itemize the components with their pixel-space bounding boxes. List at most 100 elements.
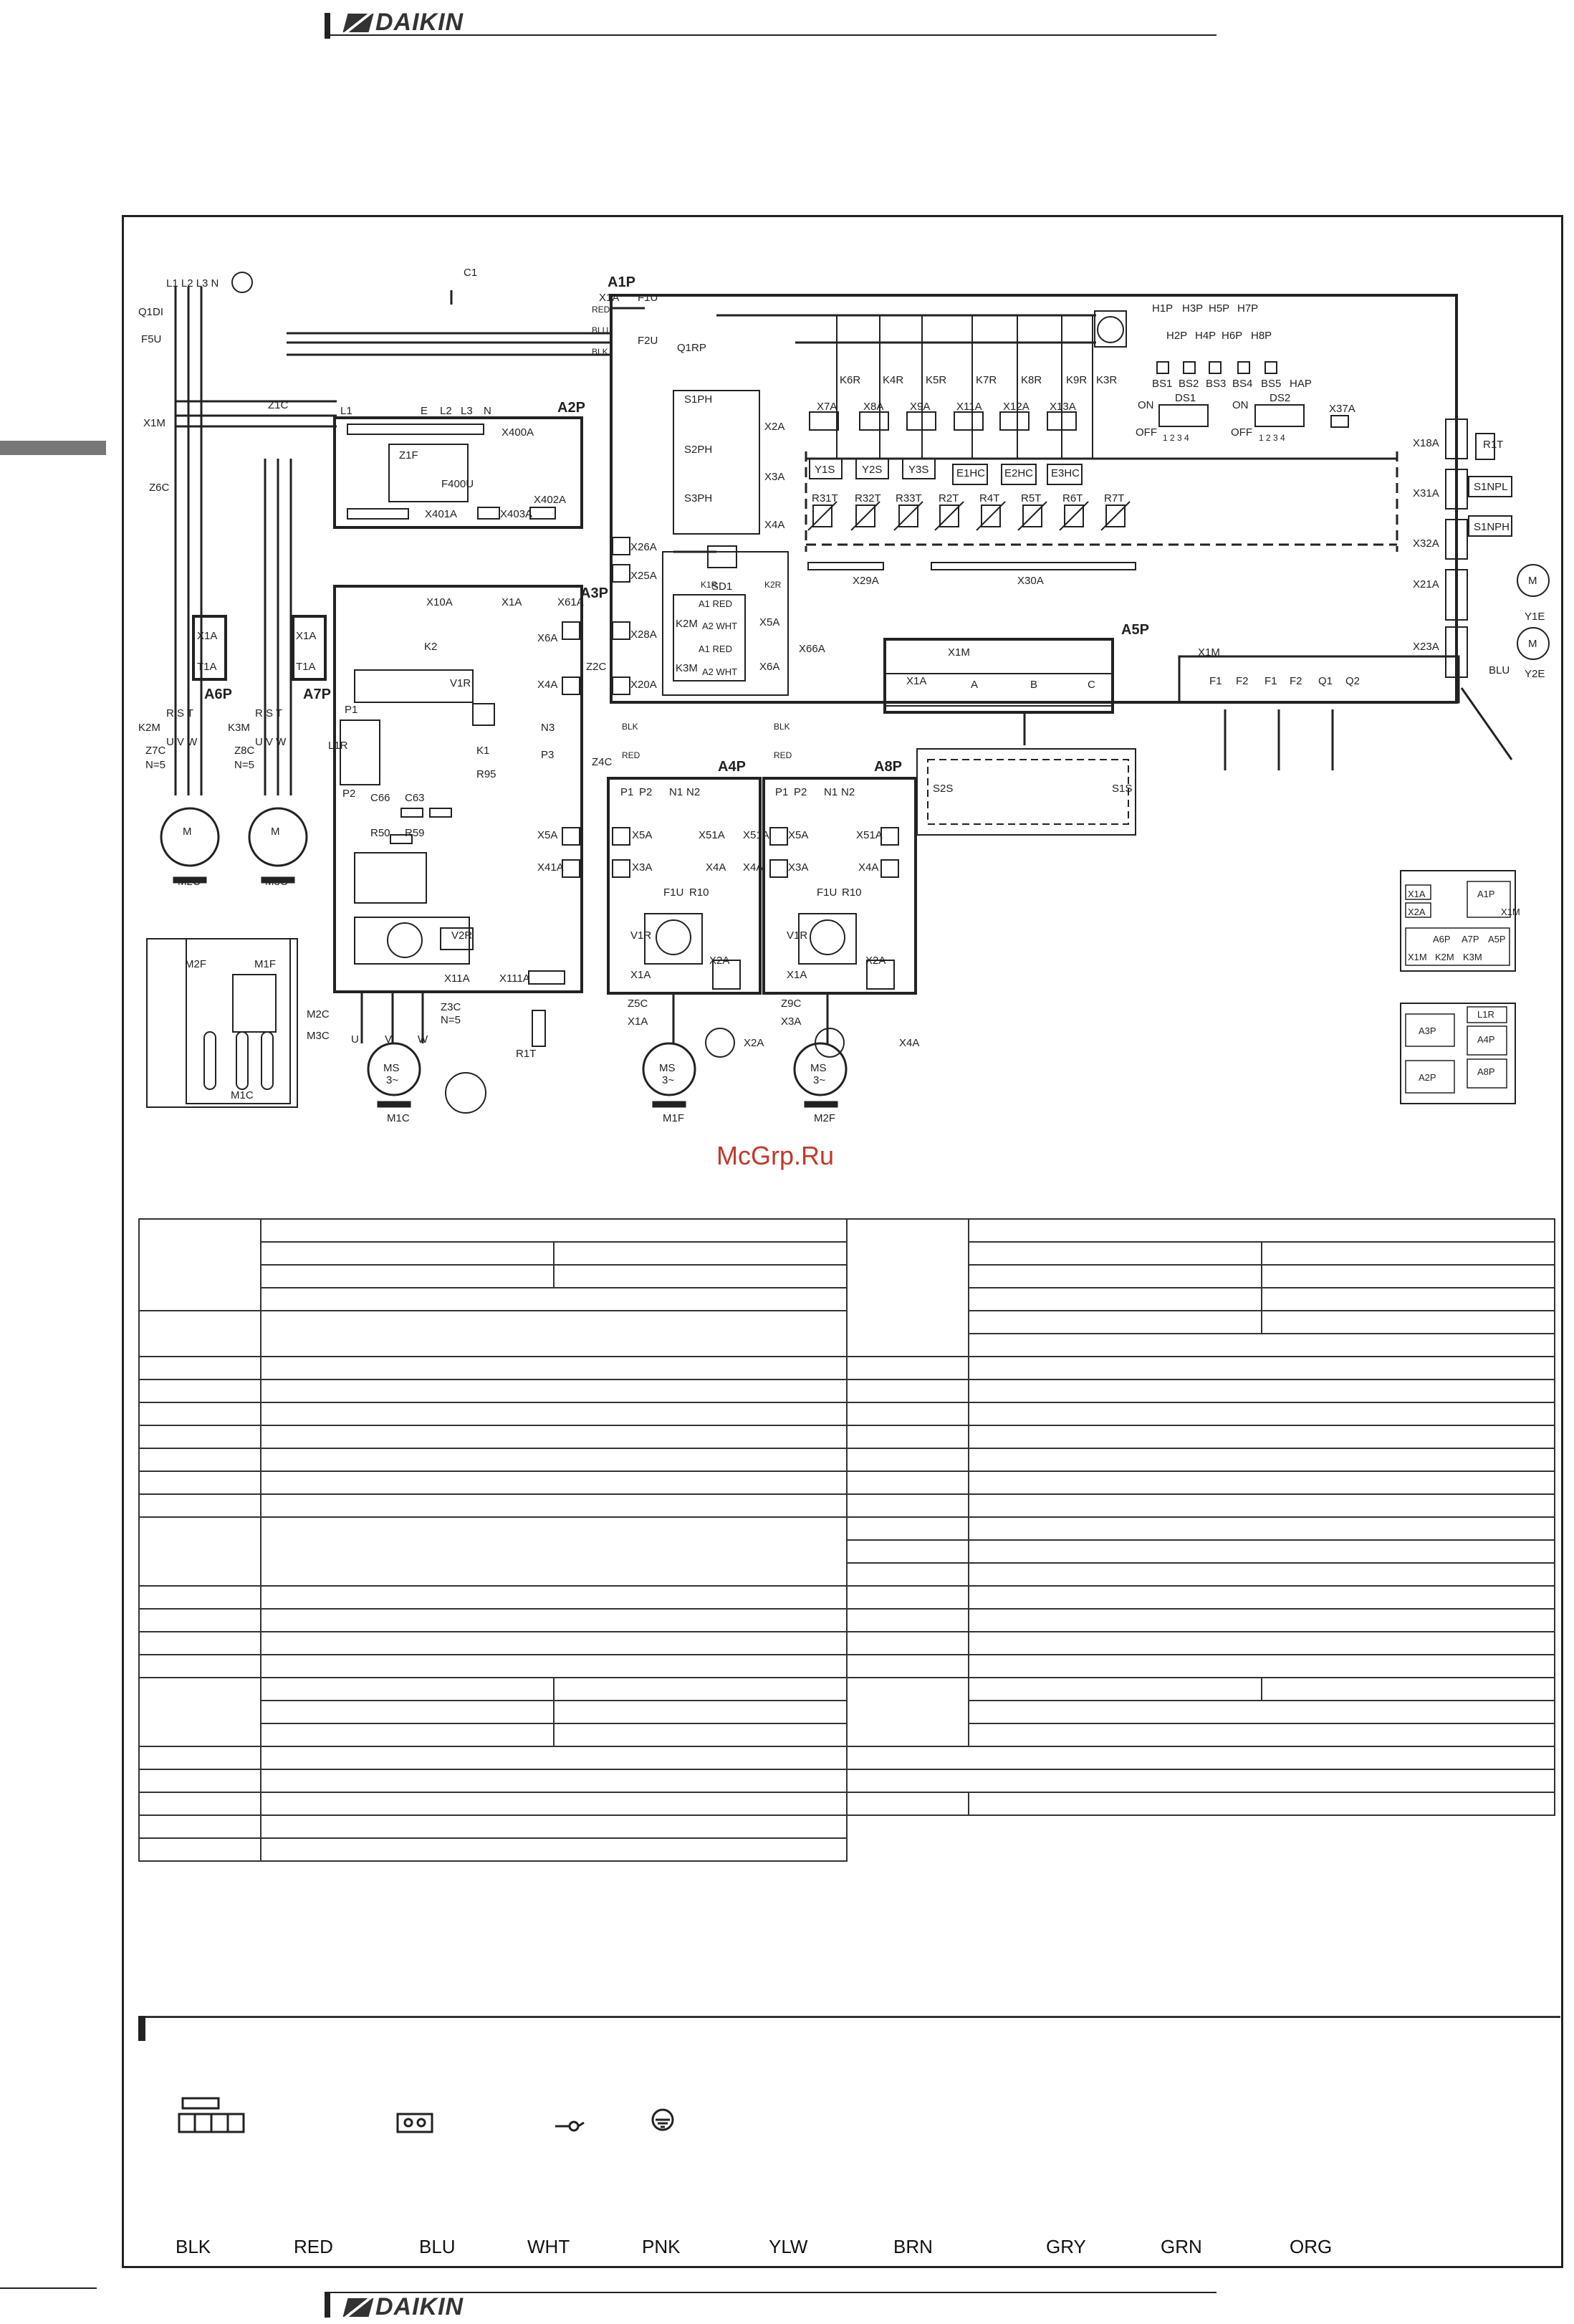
svg-text:N1: N1: [824, 786, 838, 798]
svg-text:H3P: H3P: [1182, 302, 1203, 315]
svg-text:X2A: X2A: [865, 955, 886, 967]
svg-text:L1: L1: [340, 405, 352, 417]
svg-text:A7P: A7P: [1462, 934, 1479, 945]
svg-text:K2R: K2R: [764, 580, 782, 590]
svg-text:X13A: X13A: [1050, 401, 1076, 413]
board-a1p: [610, 294, 1458, 704]
svg-text:P2: P2: [342, 788, 355, 800]
svg-text:L1R: L1R: [1477, 1009, 1494, 1020]
svg-text:R32T: R32T: [855, 492, 881, 505]
svg-text:X66A: X66A: [799, 643, 825, 655]
svg-text:A1P: A1P: [1477, 889, 1495, 899]
svg-text:X30A: X30A: [1017, 575, 1044, 587]
svg-text:S3PH: S3PH: [684, 492, 712, 505]
footer-rule-2: [325, 2292, 1217, 2293]
svg-text:X3A: X3A: [632, 861, 652, 874]
svg-text:X25A: X25A: [630, 570, 657, 582]
svg-text:A3P: A3P: [1419, 1025, 1436, 1036]
svg-text:X403A: X403A: [500, 508, 532, 520]
svg-text:3~: 3~: [662, 1074, 674, 1086]
svg-text:X12A: X12A: [1003, 401, 1030, 413]
color-ylw: YLW: [769, 2236, 808, 2257]
svg-text:P2: P2: [794, 786, 807, 798]
svg-text:X29A: X29A: [853, 575, 879, 587]
svg-text:K8R: K8R: [1021, 374, 1042, 386]
svg-text:X2A: X2A: [744, 1037, 764, 1049]
svg-text:Y1S: Y1S: [815, 464, 835, 476]
svg-text:Y1E: Y1E: [1525, 611, 1545, 623]
board-a6p: [192, 615, 227, 681]
page-tab: [0, 441, 106, 455]
svg-text:Z1F: Z1F: [399, 449, 418, 462]
svg-text:X4A: X4A: [706, 861, 726, 874]
label-a6p: A6P: [204, 687, 232, 702]
svg-text:K1: K1: [476, 745, 489, 757]
color-red: RED: [294, 2236, 333, 2257]
svg-text:H8P: H8P: [1251, 330, 1272, 342]
svg-text:R50: R50: [370, 827, 390, 839]
svg-text:V1R: V1R: [787, 929, 807, 942]
svg-text:OFF: OFF: [1136, 426, 1157, 439]
svg-text:X1M: X1M: [1408, 952, 1427, 962]
svg-text:C1: C1: [464, 267, 477, 279]
svg-text:X1A: X1A: [197, 630, 217, 642]
svg-text:Z4C: Z4C: [592, 756, 613, 768]
svg-text:A1 RED: A1 RED: [699, 598, 732, 609]
svg-text:S1NPL: S1NPL: [1474, 481, 1508, 493]
svg-text:Z3C: Z3C: [441, 1001, 461, 1013]
svg-text:V1R: V1R: [450, 677, 471, 689]
svg-text:Q1: Q1: [1318, 675, 1333, 687]
svg-text:K3M: K3M: [1463, 952, 1482, 962]
svg-text:F2: F2: [1236, 675, 1249, 687]
board-a3p: [333, 585, 583, 993]
watermark-text: McGrp.Ru: [716, 1141, 835, 1170]
svg-text:SD1: SD1: [711, 580, 732, 593]
svg-text:X37A: X37A: [1329, 403, 1355, 415]
svg-text:R7T: R7T: [1104, 492, 1124, 505]
svg-text:X1A: X1A: [630, 969, 651, 981]
svg-text:U: U: [351, 1033, 359, 1046]
svg-text:BS4: BS4: [1232, 378, 1252, 390]
svg-text:C66: C66: [370, 792, 390, 804]
label-a7p: A7P: [303, 687, 331, 702]
svg-text:Q2: Q2: [1345, 675, 1360, 687]
svg-text:X32A: X32A: [1413, 537, 1439, 550]
svg-text:X51A: X51A: [743, 829, 769, 841]
svg-text:X1A: X1A: [787, 969, 807, 981]
svg-text:H5P: H5P: [1209, 302, 1229, 315]
svg-text:S2PH: S2PH: [684, 444, 712, 456]
svg-text:N2: N2: [841, 786, 855, 798]
diagram-frame: [122, 215, 1563, 2268]
section-rule: [138, 2016, 1560, 2018]
svg-text:C63: C63: [405, 792, 425, 804]
svg-text:H4P: H4P: [1195, 330, 1216, 342]
svg-text:3~: 3~: [813, 1074, 825, 1086]
svg-text:T1A: T1A: [197, 661, 217, 673]
svg-text:F1U: F1U: [638, 292, 658, 304]
svg-text:X4A: X4A: [764, 519, 784, 531]
svg-text:S1NPH: S1NPH: [1474, 521, 1510, 533]
svg-text:P3: P3: [541, 749, 554, 761]
svg-text:Y2S: Y2S: [862, 464, 882, 476]
svg-text:K3M: K3M: [228, 722, 250, 734]
svg-text:X51A: X51A: [856, 829, 883, 841]
daikin-logo-top: DAIKIN: [342, 9, 464, 37]
svg-text:X7A: X7A: [817, 401, 837, 413]
svg-text:BLU: BLU: [592, 325, 608, 335]
svg-text:MS: MS: [810, 1062, 827, 1074]
svg-text:P1: P1: [775, 786, 788, 798]
wiring-diagram: A1P A2P A3P A4P A8P A5P A6P A7P L1 L2 L3…: [138, 267, 1550, 1124]
svg-text:X2A: X2A: [709, 955, 729, 967]
svg-text:X4A: X4A: [743, 861, 763, 874]
svg-text:F5U: F5U: [141, 333, 161, 345]
board-a5p-inner: [884, 673, 1113, 707]
svg-text:U V W: U V W: [166, 736, 198, 748]
svg-text:RED: RED: [774, 750, 792, 760]
svg-text:K2M: K2M: [676, 618, 698, 630]
svg-text:Z5C: Z5C: [628, 998, 648, 1010]
svg-text:M: M: [1528, 638, 1537, 650]
svg-text:F1: F1: [1265, 675, 1277, 687]
svg-text:M3C: M3C: [265, 876, 288, 888]
svg-text:S2S: S2S: [933, 783, 953, 795]
svg-text:A: A: [971, 679, 978, 691]
